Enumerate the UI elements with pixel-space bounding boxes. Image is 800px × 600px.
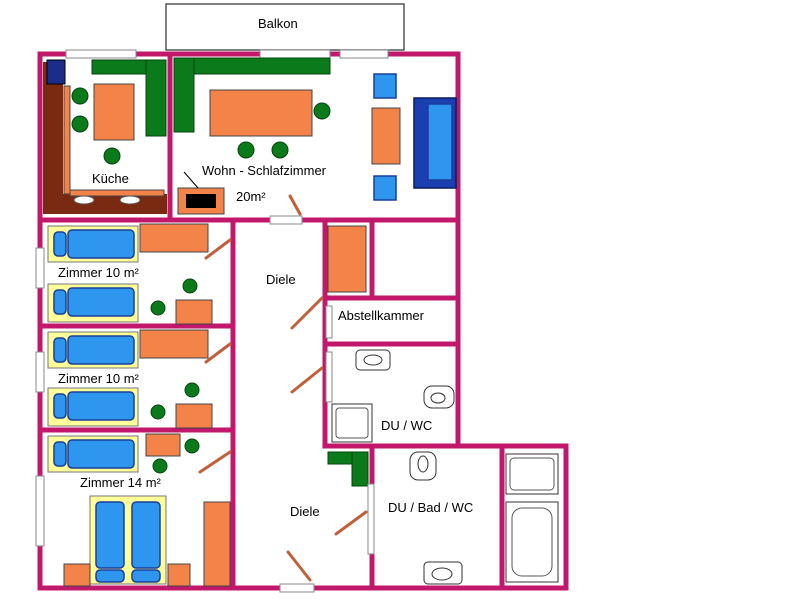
room-1: Zimmer 10 m² <box>47 223 232 325</box>
bathroom: DU / Bad / WC <box>367 451 559 585</box>
living-room: Wohn - Schlafzimmer 20m² <box>173 57 457 216</box>
du-wc-label: DU / WC <box>381 418 432 433</box>
zimmer3-label: Zimmer 14 m² <box>80 475 162 490</box>
living-table <box>209 89 313 137</box>
zimmer2-label: Zimmer 10 m² <box>58 371 140 386</box>
shower-wc: DU / WC <box>325 349 455 443</box>
room-2: Zimmer 10 m² <box>47 329 232 429</box>
diele-top-label: Diele <box>266 272 296 287</box>
du-bad-wc-label: DU / Bad / WC <box>388 500 473 515</box>
kitchen-table <box>93 83 135 141</box>
diele-bottom-label: Diele <box>290 504 320 519</box>
zimmer1-label: Zimmer 10 m² <box>58 265 140 280</box>
hallway: Diele Diele <box>266 225 369 582</box>
wohn-label: Wohn - Schlafzimmer <box>202 163 327 178</box>
balkon-area <box>165 3 405 51</box>
storage-room: Abstellkammer <box>325 305 425 339</box>
balkon-label: Balkon <box>258 16 298 31</box>
abstellkammer-label: Abstellkammer <box>338 308 425 323</box>
wohn-area-label: 20m² <box>236 189 266 204</box>
kueche-label: Küche <box>92 171 129 186</box>
windows <box>35 49 389 593</box>
room-3: Zimmer 14 m² <box>47 433 232 587</box>
kitchen-appliance <box>46 59 66 85</box>
kitchen: Küche <box>43 59 167 214</box>
